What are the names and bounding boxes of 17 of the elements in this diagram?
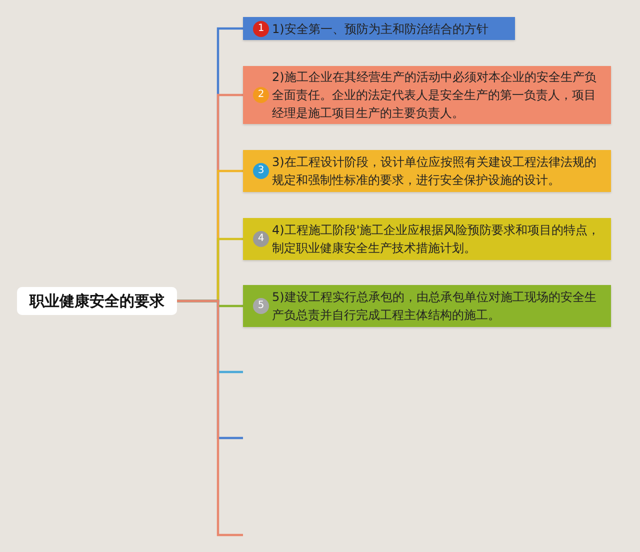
topic-text: 4)工程施工阶段'施工企业应根据风险预防要求和项目的特点，制定职业健康安全生产技术措施计划。 bbox=[272, 222, 601, 257]
connector-line bbox=[177, 300, 243, 536]
topic-box bbox=[243, 218, 611, 260]
number-badge: 3 bbox=[253, 163, 269, 179]
number-badge: 2 bbox=[253, 87, 269, 103]
topic-box bbox=[243, 17, 515, 40]
root-topic-box: 职业健康安全的要求 bbox=[17, 287, 177, 315]
number-badge: 1 bbox=[253, 20, 269, 36]
topic-text: 2)施工企业在其经营生产的活动中必须对本企业的安全生产负全面责任。企业的法定代表人是安全生产的第一负责人，项目经理是施工项目生产的主要负责人。 bbox=[272, 69, 598, 122]
topic-text: 1)安全第一、预防为主和防治结合的方针 bbox=[272, 20, 488, 38]
topic-box bbox=[243, 66, 611, 124]
number-badge: 4 bbox=[253, 231, 269, 247]
topic-text: 3)在工程设计阶段，设计单位应按照有关建设工程法律法规的规定和强制性标准的要求，进行安全保护设施的设计。 bbox=[272, 154, 598, 189]
topic-text: 5)建设工程实行总承包的，由总承包单位对施工现场的安全生产负总责并自行完成工程主体结构的施工。 bbox=[272, 289, 598, 324]
topic-box bbox=[243, 150, 611, 192]
topic-box bbox=[243, 285, 611, 327]
number-badge: 5 bbox=[253, 298, 269, 314]
